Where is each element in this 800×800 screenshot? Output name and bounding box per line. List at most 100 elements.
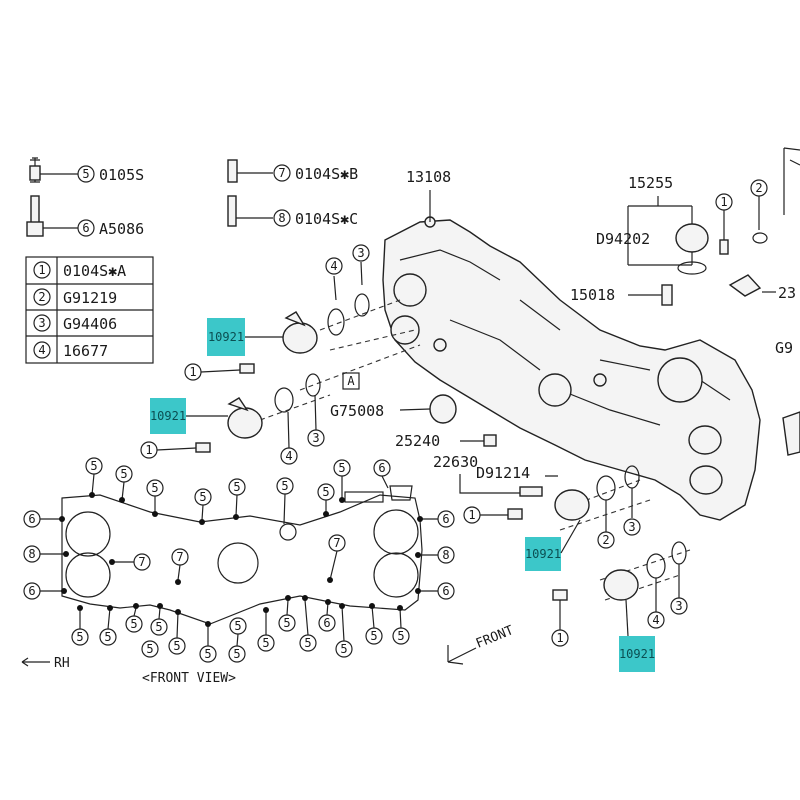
- legend-code: 0104S✱A: [63, 262, 126, 280]
- svg-text:5: 5: [199, 490, 206, 504]
- svg-text:8: 8: [28, 547, 35, 561]
- svg-text:1: 1: [468, 508, 475, 522]
- svg-text:1: 1: [189, 365, 196, 379]
- svg-text:5: 5: [120, 467, 127, 481]
- front-view-diagram: 5 5 5 5 5 5 5 5 6 6 8 6 7 7 7 6 8 6 5 5 …: [23, 457, 455, 663]
- highlight-10921-right-lower: 10921: [619, 599, 655, 672]
- svg-text:5: 5: [130, 617, 137, 631]
- svg-text:10921: 10921: [525, 547, 561, 561]
- right-lower-cam-seal: 4 3: [599, 541, 691, 629]
- svg-text:5: 5: [322, 485, 329, 499]
- svg-text:5: 5: [262, 636, 269, 650]
- svg-text:5: 5: [234, 619, 241, 633]
- callout-a: A: [347, 374, 355, 388]
- svg-text:6: 6: [323, 616, 330, 630]
- svg-text:4: 4: [652, 613, 659, 627]
- legend-code: G91219: [63, 289, 117, 307]
- svg-text:1: 1: [720, 195, 727, 209]
- front-label: FRONT: [474, 623, 516, 652]
- front-view-label: <FRONT VIEW>: [142, 671, 236, 686]
- svg-text:6: 6: [28, 584, 35, 598]
- svg-text:5: 5: [370, 629, 377, 643]
- front-direction-arrow: FRONT: [447, 623, 516, 665]
- svg-text:5: 5: [151, 481, 158, 495]
- part-number-d94202: D94202: [596, 230, 650, 248]
- svg-text:7: 7: [333, 536, 340, 550]
- legend-num: 2: [38, 290, 45, 304]
- part-number-25240: 25240: [395, 432, 440, 450]
- left-upper-cam-seal: 4 3: [282, 244, 416, 354]
- highlight-10921-right-upper: 10921: [525, 519, 581, 571]
- svg-text:6: 6: [442, 512, 449, 526]
- seal-g75008: [429, 394, 457, 424]
- svg-text:5: 5: [340, 642, 347, 656]
- fastener-num: 8: [278, 211, 285, 225]
- highlight-10921-upper: 10921: [207, 318, 283, 356]
- engine-block: [382, 216, 761, 521]
- bolt-head-icon: [29, 165, 41, 181]
- svg-text:4: 4: [330, 259, 337, 273]
- svg-text:1: 1: [145, 443, 152, 457]
- svg-text:5: 5: [204, 647, 211, 661]
- svg-text:10921: 10921: [208, 330, 244, 344]
- bolt-icon: [227, 195, 237, 227]
- svg-text:8: 8: [442, 548, 449, 562]
- fastener-code: A5086: [99, 220, 144, 238]
- svg-text:3: 3: [312, 431, 319, 445]
- fastener-num: 7: [278, 166, 285, 180]
- svg-text:6: 6: [442, 584, 449, 598]
- legend-num: 4: [38, 343, 45, 357]
- svg-text:3: 3: [675, 599, 682, 613]
- svg-text:5: 5: [304, 636, 311, 650]
- svg-text:5: 5: [281, 479, 288, 493]
- bolt-callouts-left: 1 1: [140, 363, 255, 459]
- svg-text:5: 5: [173, 639, 180, 653]
- oil-filler-cap-icon: [675, 223, 709, 253]
- rh-indicator: RH: [21, 656, 70, 671]
- svg-text:5: 5: [338, 461, 345, 475]
- svg-text:4: 4: [285, 449, 292, 463]
- fastener-num: 6: [82, 221, 89, 235]
- part-number-22630: 22630: [433, 453, 478, 471]
- part-number-g9-partial: G9: [775, 339, 793, 357]
- fastener-code: 0104S✱C: [295, 210, 358, 228]
- svg-text:5: 5: [90, 459, 97, 473]
- svg-text:5: 5: [155, 620, 162, 634]
- callout-box: [342, 372, 360, 390]
- part-number-g75008: G75008: [330, 402, 384, 420]
- svg-text:5: 5: [283, 616, 290, 630]
- left-lower-cam-seal: 4 3: [227, 344, 421, 465]
- svg-text:2: 2: [755, 181, 762, 195]
- svg-text:7: 7: [138, 555, 145, 569]
- svg-text:2: 2: [602, 533, 609, 547]
- fastener-code: 0105S: [99, 166, 144, 184]
- svg-text:7: 7: [176, 550, 183, 564]
- part-number-13108: 13108: [406, 168, 451, 186]
- part-number-15018: 15018: [570, 286, 615, 304]
- svg-text:1: 1: [556, 631, 563, 645]
- svg-text:5: 5: [104, 630, 111, 644]
- part-number-15255: 15255: [628, 174, 673, 192]
- svg-text:6: 6: [28, 512, 35, 526]
- bolt-icon: [227, 159, 238, 183]
- legend-num: 1: [38, 263, 45, 277]
- svg-text:3: 3: [357, 246, 364, 260]
- svg-text:5: 5: [146, 642, 153, 656]
- svg-text:3: 3: [628, 520, 635, 534]
- legend-num: 3: [38, 316, 45, 330]
- right-upper-cam-seal: 2 3: [554, 465, 651, 549]
- part-number-23-partial: 23: [778, 284, 796, 302]
- legend-code: G94406: [63, 315, 117, 333]
- legend-table: 1 0104S✱A 2 G91219 3 G94406 4 16677: [25, 256, 154, 364]
- svg-text:10921: 10921: [150, 409, 186, 423]
- svg-text:5: 5: [233, 647, 240, 661]
- fastener-key: 5 0105S 7 0104S✱B 6 A5086 8 0104S✱C: [26, 157, 358, 238]
- highlight-10921-lower: 10921: [150, 398, 228, 434]
- fastener-code: 0104S✱B: [295, 165, 358, 183]
- svg-text:6: 6: [378, 461, 385, 475]
- fastener-num: 5: [82, 167, 89, 181]
- svg-text:5: 5: [233, 480, 240, 494]
- rh-label: RH: [54, 656, 70, 671]
